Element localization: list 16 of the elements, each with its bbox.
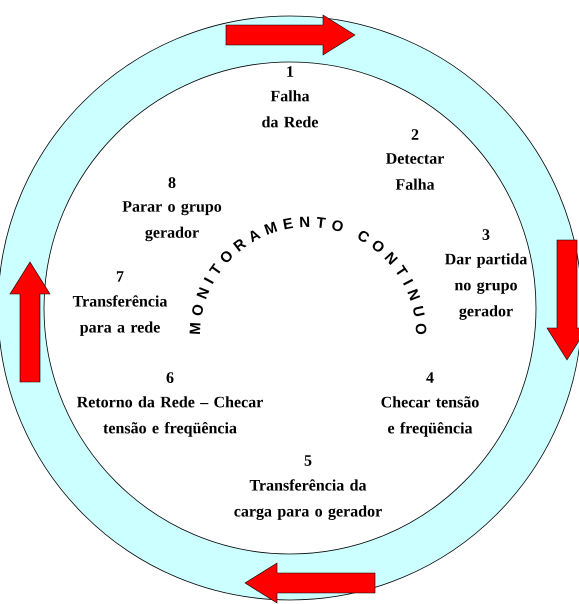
step-number: 4 xyxy=(426,372,434,383)
step-text: Parar o grupo gerador xyxy=(122,201,222,242)
step-number: 3 xyxy=(482,229,490,240)
step-text: Retorno da Rede – Checar tensão e freqüência xyxy=(76,396,263,437)
step-text: Checar tensão e freqüência xyxy=(381,396,479,437)
step-text: Transferência para a rede xyxy=(72,295,168,336)
step-number: 2 xyxy=(412,129,418,140)
step-number: 7 xyxy=(116,271,124,282)
step-text: Transferência da carga para o gerador xyxy=(234,479,382,520)
step-text: Detectar Falha xyxy=(386,153,444,190)
step-number: 6 xyxy=(166,372,174,383)
step-number: 5 xyxy=(304,455,312,466)
step-text: Dar partida no grupo gerador xyxy=(444,253,528,320)
step-number: 1 xyxy=(287,66,294,77)
step-number: 8 xyxy=(168,177,176,188)
step-text: Falha da Rede xyxy=(262,90,318,128)
